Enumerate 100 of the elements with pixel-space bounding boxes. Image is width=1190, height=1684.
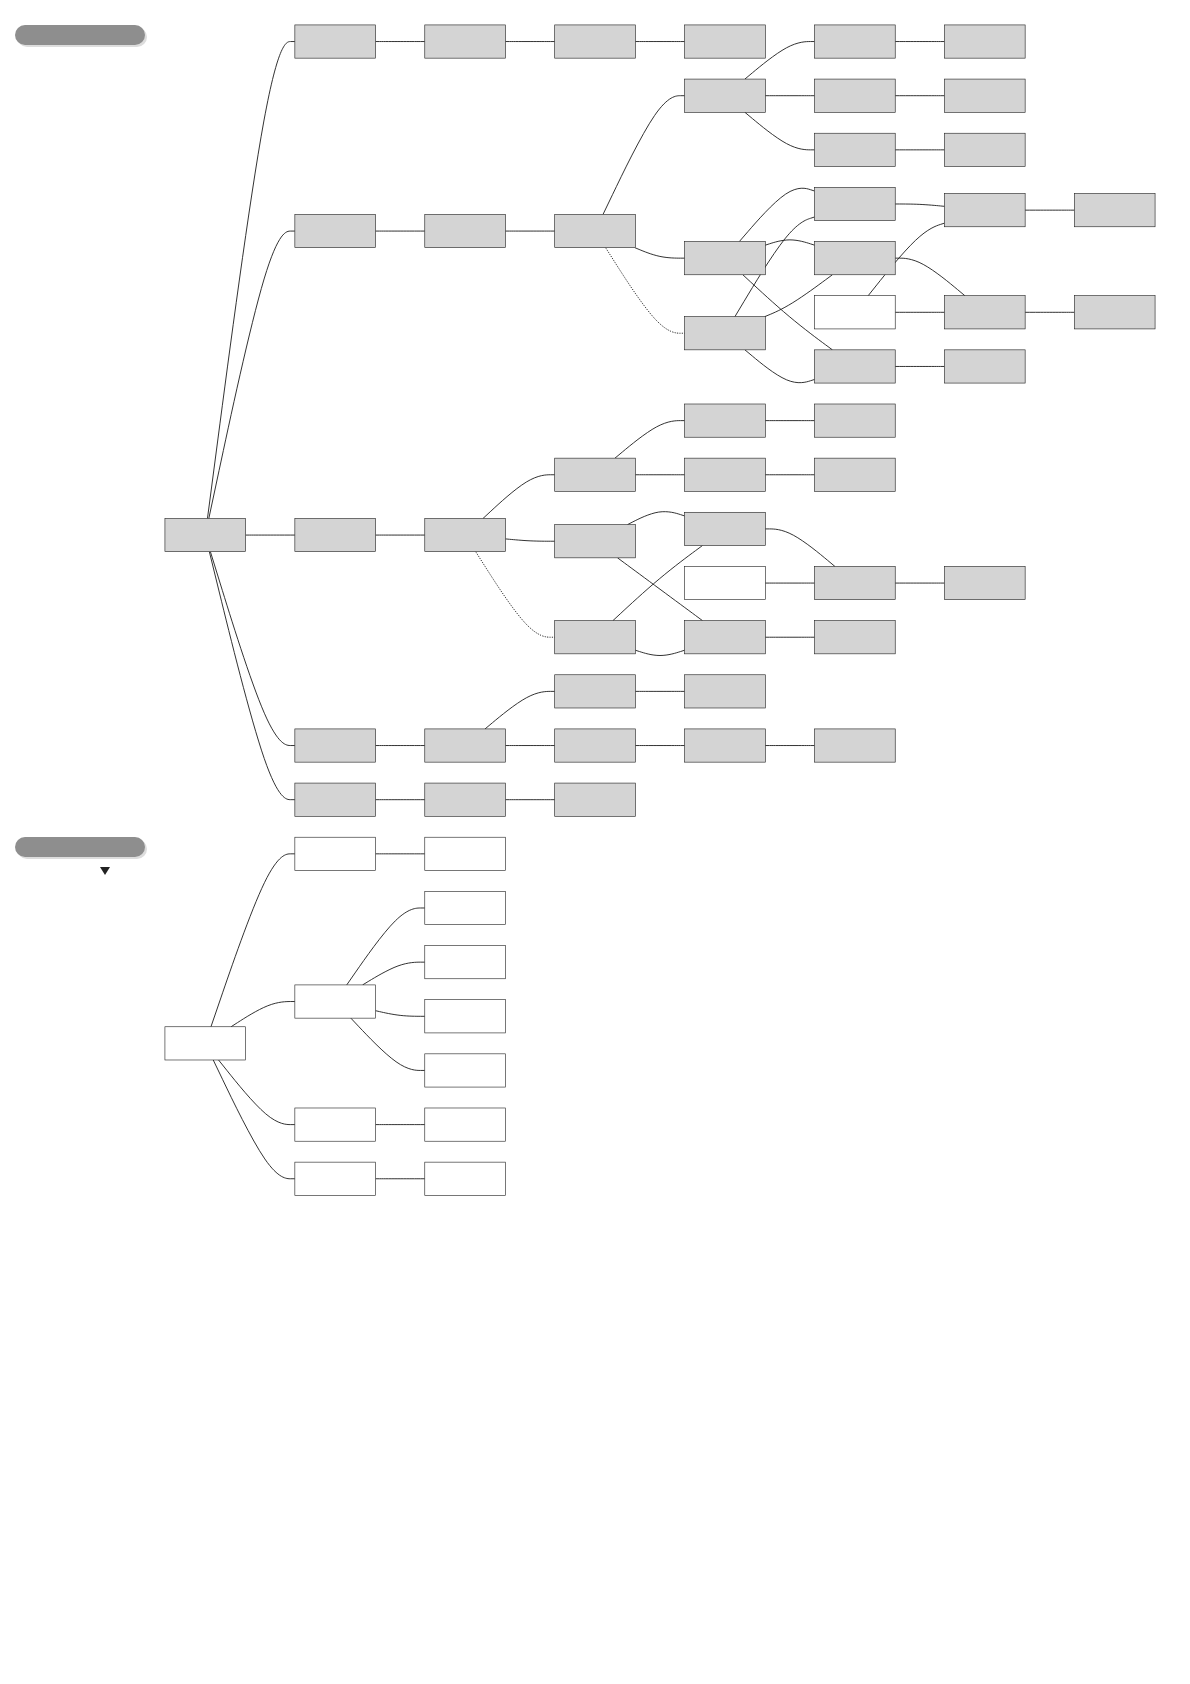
node-box <box>684 566 766 600</box>
node-box <box>424 782 506 817</box>
connector <box>764 636 815 638</box>
node-box <box>164 1026 246 1061</box>
node-box <box>294 984 376 1019</box>
connector <box>1024 209 1075 211</box>
node-box <box>424 836 506 871</box>
connector <box>764 274 833 318</box>
node-box <box>294 1107 376 1142</box>
connector <box>505 41 556 42</box>
connector <box>218 1059 296 1126</box>
node-box <box>554 728 636 763</box>
connector <box>375 1124 426 1126</box>
connector <box>634 649 686 656</box>
connector <box>375 230 426 232</box>
node-box <box>814 403 896 438</box>
node-box <box>684 24 766 59</box>
connector <box>505 745 556 746</box>
connector <box>617 557 703 622</box>
connector <box>738 187 815 242</box>
connector <box>362 961 426 986</box>
connector <box>375 1178 426 1180</box>
node-box <box>684 457 766 492</box>
node-box <box>424 214 506 248</box>
connector <box>614 420 686 459</box>
node-box <box>944 193 1026 228</box>
node-box <box>814 620 896 655</box>
node-box <box>684 728 766 763</box>
node-box <box>814 132 896 167</box>
connector <box>212 1059 296 1180</box>
node-box <box>814 349 896 384</box>
connector <box>764 582 815 584</box>
connector <box>602 95 686 215</box>
connector <box>209 551 296 746</box>
connector <box>482 474 556 519</box>
node-box <box>814 241 896 276</box>
connector <box>894 257 966 297</box>
section-header-bar <box>15 24 145 45</box>
node-box <box>554 674 636 709</box>
node-box <box>294 1161 376 1196</box>
connector <box>375 745 426 746</box>
node-box <box>684 316 766 351</box>
connector <box>744 349 815 384</box>
node-box <box>294 836 376 871</box>
node-box <box>294 518 376 552</box>
node-box <box>684 512 766 546</box>
connector <box>375 41 426 42</box>
connector <box>764 239 815 246</box>
connector <box>505 799 556 801</box>
connector <box>634 745 686 746</box>
connector <box>346 907 426 986</box>
node-box <box>814 78 896 113</box>
connector <box>764 95 815 97</box>
connector <box>375 799 426 801</box>
node-box <box>424 891 506 925</box>
connector <box>627 511 686 526</box>
connector <box>375 1010 426 1017</box>
connector <box>734 216 815 318</box>
connector <box>894 311 945 313</box>
connector <box>634 41 686 42</box>
node-box <box>424 1161 506 1196</box>
connector <box>742 274 833 351</box>
section-header-bar <box>15 837 145 858</box>
node-box <box>554 24 636 59</box>
connector <box>208 230 296 519</box>
node-box <box>944 349 1026 384</box>
connector <box>245 534 296 536</box>
connector <box>744 41 815 80</box>
node-box <box>1074 295 1156 330</box>
connector <box>210 853 296 1028</box>
connector <box>634 474 686 476</box>
node-box <box>684 620 766 655</box>
node-box <box>684 403 766 438</box>
connector <box>375 534 426 536</box>
node-box <box>164 518 246 552</box>
connector <box>744 111 815 151</box>
connector <box>634 690 686 692</box>
connector <box>350 1017 426 1071</box>
connector <box>894 582 945 584</box>
node-box <box>814 457 896 492</box>
connector <box>894 203 945 207</box>
node-box <box>554 457 636 492</box>
node-box <box>944 24 1026 59</box>
node-box <box>554 524 636 559</box>
connector <box>894 149 945 151</box>
node-box <box>684 78 766 113</box>
node-box <box>814 728 896 763</box>
node-box <box>424 945 506 980</box>
node-box <box>424 518 506 552</box>
connector <box>764 420 815 422</box>
node-box <box>814 187 896 221</box>
node-box <box>814 295 896 330</box>
node-box <box>424 1107 506 1142</box>
connector <box>1024 311 1075 313</box>
node-box <box>294 214 376 248</box>
node-box <box>554 782 636 817</box>
node-box <box>944 295 1026 330</box>
connector <box>505 538 556 542</box>
connector <box>764 474 815 476</box>
node-box <box>424 24 506 59</box>
